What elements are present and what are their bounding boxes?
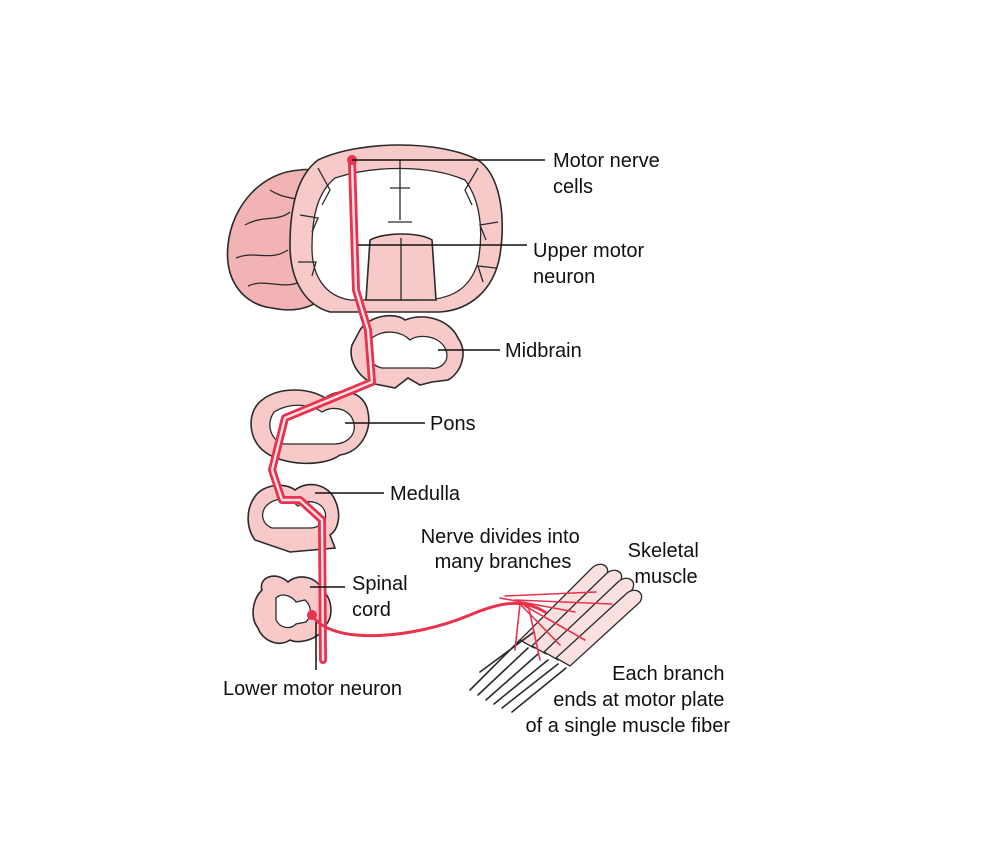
label-each-branch-line1: Each branch xyxy=(612,663,724,685)
label-spinal-cord-line1: Spinal xyxy=(352,573,408,595)
brain-section xyxy=(226,144,503,313)
label-motor-nerve-cells-line1: Motor nerve xyxy=(553,150,660,172)
label-spinal-cord: Spinal cord xyxy=(352,573,413,621)
label-nerve-divides-line1: Nerve divides into xyxy=(421,526,580,548)
label-each-branch: Each branch ends at motor plate of a sin… xyxy=(525,663,730,737)
label-skeletal-muscle: Skeletal muscle xyxy=(628,540,705,588)
pons-section xyxy=(250,389,370,465)
label-nerve-divides: Nerve divides into many branches xyxy=(421,526,586,573)
label-skeletal-muscle-line1: Skeletal xyxy=(628,540,699,562)
label-medulla: Medulla xyxy=(390,483,461,505)
spinal-cord-section xyxy=(252,575,332,644)
label-upper-motor-neuron-line1: Upper motor xyxy=(533,240,644,262)
label-upper-motor-neuron-line2: neuron xyxy=(533,266,595,288)
label-each-branch-line2: ends at motor plate xyxy=(553,689,724,711)
motor-nerve-tract xyxy=(268,155,613,664)
skeletal-muscle xyxy=(469,563,643,713)
leader-lines xyxy=(310,159,545,670)
label-spinal-cord-line2: cord xyxy=(352,599,391,621)
label-upper-motor-neuron: Upper motor neuron xyxy=(533,240,650,288)
label-pons: Pons xyxy=(430,413,476,435)
label-midbrain: Midbrain xyxy=(505,340,582,362)
label-skeletal-muscle-line2: muscle xyxy=(634,566,697,588)
label-motor-nerve-cells-line2: cells xyxy=(553,176,593,198)
peripheral-axon xyxy=(310,601,547,638)
label-lower-motor-neuron: Lower motor neuron xyxy=(223,678,402,700)
label-motor-nerve-cells: Motor nerve cells xyxy=(553,150,665,198)
label-nerve-divides-line2: many branches xyxy=(435,551,572,573)
label-each-branch-line3: of a single muscle fiber xyxy=(525,715,730,737)
